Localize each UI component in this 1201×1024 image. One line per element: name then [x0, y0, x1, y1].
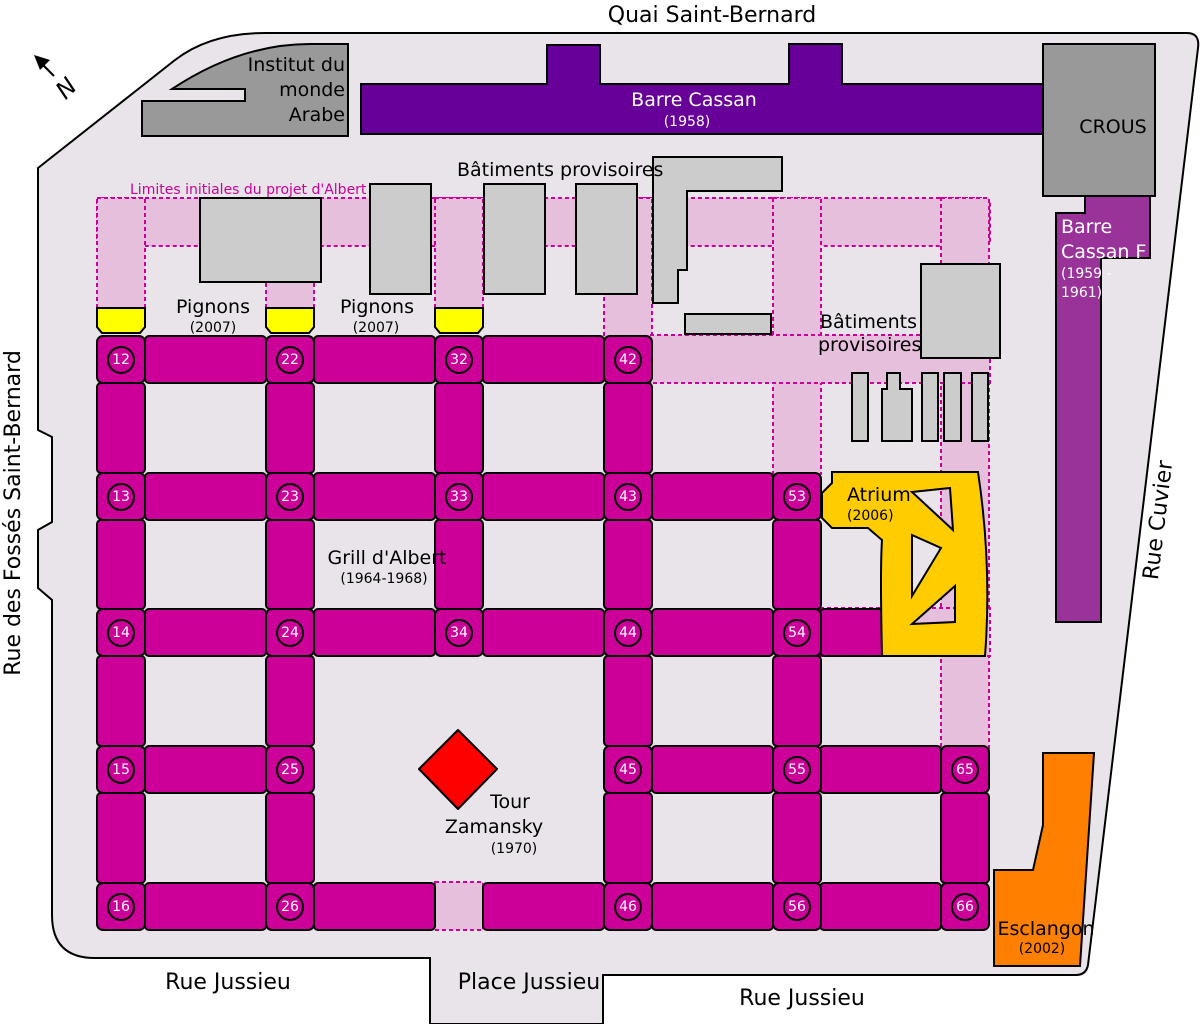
- svg-text:34: 34: [450, 625, 468, 641]
- street-west: Rue des Fossés Saint-Bernard: [1, 350, 26, 676]
- svg-text:53: 53: [788, 489, 806, 505]
- barre-cassan-f: [1055, 194, 1151, 623]
- tower-53[interactable]: 53: [772, 472, 822, 521]
- atrium-year: (2006): [847, 508, 894, 524]
- svg-text:66: 66: [956, 899, 974, 915]
- tower-54[interactable]: 54: [772, 608, 822, 657]
- tower-25[interactable]: 25: [265, 745, 315, 794]
- north-arrow-icon: N: [34, 55, 83, 105]
- pignons-2-label: Pignons: [340, 296, 414, 318]
- street-south-left: Rue Jussieu: [165, 970, 291, 995]
- atrium: [821, 471, 989, 657]
- svg-text:33: 33: [450, 489, 468, 505]
- svg-text:55: 55: [788, 762, 806, 778]
- tour-year: (1970): [491, 841, 538, 857]
- street-north: Quai Saint-Bernard: [608, 3, 816, 28]
- barre-cassan-f-label-1: Barre: [1061, 216, 1112, 238]
- svg-text:46: 46: [619, 899, 637, 915]
- tower-33[interactable]: 33: [434, 472, 484, 521]
- tower-42[interactable]: 42: [603, 335, 653, 384]
- barre-cassan-f-year-1: (1959 -: [1061, 266, 1112, 282]
- tower-56[interactable]: 56: [772, 882, 822, 931]
- tour-label-2: Zamansky: [445, 816, 543, 838]
- ima-label-3: Arabe: [289, 104, 345, 126]
- tower-45[interactable]: 45: [603, 745, 653, 794]
- tower-14[interactable]: 14: [96, 608, 146, 657]
- street-south-right: Rue Jussieu: [739, 986, 865, 1011]
- batiments-provisoires-right-label-1: Bâtiments: [820, 311, 917, 333]
- tower-66[interactable]: 66: [940, 882, 990, 931]
- svg-text:54: 54: [788, 625, 806, 641]
- tower-34[interactable]: 34: [434, 608, 484, 657]
- batiments-provisoires-right: [851, 263, 1001, 442]
- pignons: [96, 307, 484, 334]
- grill-year: (1964-1968): [340, 571, 427, 587]
- tower-15[interactable]: 15: [96, 745, 146, 794]
- esclangon-label: Esclangon: [997, 918, 1094, 940]
- tower-26[interactable]: 26: [265, 882, 315, 931]
- batiments-provisoires-top-label: Bâtiments provisoires: [457, 159, 663, 181]
- street-south-place: Place Jussieu: [458, 970, 600, 995]
- barre-cassan-year: (1958): [664, 114, 711, 130]
- svg-text:45: 45: [619, 762, 637, 778]
- tower-55[interactable]: 55: [772, 745, 822, 794]
- tower-12[interactable]: 12: [96, 335, 146, 384]
- svg-text:42: 42: [619, 352, 637, 368]
- tower-44[interactable]: 44: [603, 608, 653, 657]
- svg-text:16: 16: [112, 899, 130, 915]
- svg-text:43: 43: [619, 489, 637, 505]
- svg-text:12: 12: [112, 352, 130, 368]
- barre-cassan-f-year-2: 1961): [1061, 285, 1102, 301]
- crous: [1042, 43, 1156, 197]
- tower-13[interactable]: 13: [96, 472, 146, 521]
- batiments-provisoires-right-label-2: provisoires: [818, 334, 921, 356]
- grill-bars: [96, 335, 990, 931]
- batiments-provisoires-top: [199, 156, 783, 335]
- tower-16[interactable]: 16: [96, 882, 146, 931]
- tower-43[interactable]: 43: [603, 472, 653, 521]
- limits-label: Limites initiales du projet d'Albert: [130, 182, 367, 198]
- svg-text:56: 56: [788, 899, 806, 915]
- atrium-label: Atrium: [847, 484, 911, 506]
- ima-label-2: monde: [279, 79, 345, 101]
- tower-46[interactable]: 46: [603, 882, 653, 931]
- svg-text:23: 23: [281, 489, 299, 505]
- svg-text:25: 25: [281, 762, 299, 778]
- svg-text:32: 32: [450, 352, 468, 368]
- pignons-1-year: (2007): [190, 320, 237, 336]
- tour-label-1: Tour: [489, 791, 530, 813]
- esclangon-year: (2002): [1019, 941, 1066, 957]
- tour-zamansky: [418, 729, 498, 810]
- institut-monde-arabe: [141, 43, 349, 137]
- svg-text:65: 65: [956, 762, 974, 778]
- svg-text:22: 22: [281, 352, 299, 368]
- pignons-1-label: Pignons: [176, 296, 250, 318]
- barre-cassan-f-label-2: Cassan F: [1061, 241, 1146, 263]
- tower-24[interactable]: 24: [265, 608, 315, 657]
- barre-cassan-label: Barre Cassan: [631, 89, 757, 111]
- compass-label: N: [50, 72, 83, 105]
- ima-label-1: Institut du: [248, 54, 345, 76]
- tower-65[interactable]: 65: [940, 745, 990, 794]
- crous-label: CROUS: [1079, 116, 1146, 138]
- tower-23[interactable]: 23: [265, 472, 315, 521]
- pignons-2-year: (2007): [353, 320, 400, 336]
- svg-text:13: 13: [112, 489, 130, 505]
- tower-22[interactable]: 22: [265, 335, 315, 384]
- esclangon: [993, 752, 1096, 967]
- svg-text:24: 24: [281, 625, 299, 641]
- tower-32[interactable]: 32: [434, 335, 484, 384]
- svg-text:26: 26: [281, 899, 299, 915]
- svg-text:44: 44: [619, 625, 637, 641]
- grill-label: Grill d'Albert: [328, 547, 447, 569]
- svg-text:15: 15: [112, 762, 130, 778]
- svg-text:14: 14: [112, 625, 130, 641]
